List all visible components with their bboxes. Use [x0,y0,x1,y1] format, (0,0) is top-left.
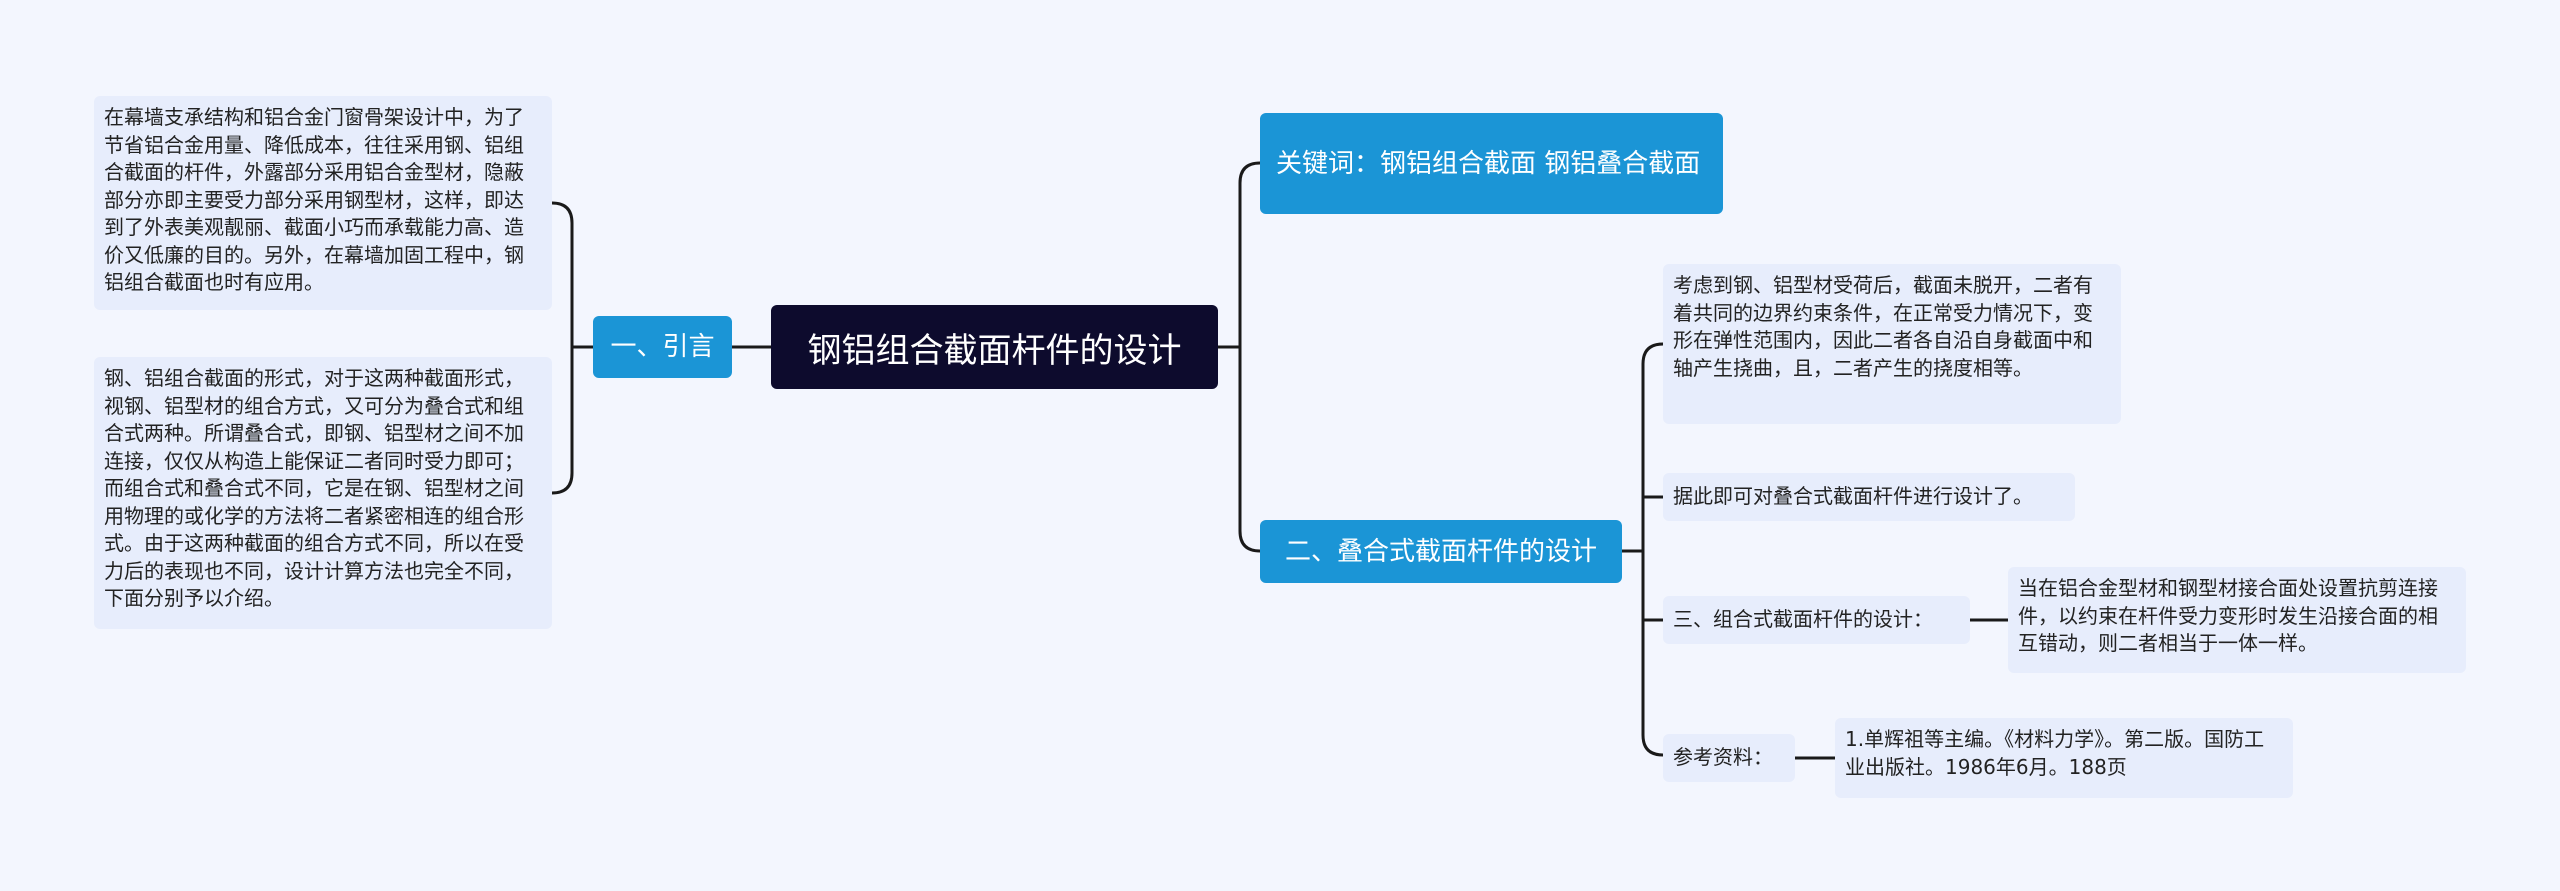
bracket-intro [550,201,574,495]
branch-intro-label: 一、引言 [610,332,715,362]
trunk-right [1238,161,1262,553]
combined-design-node[interactable]: 三、组合式截面杆件的设计： [1663,596,1970,644]
combined-design-detail[interactable]: 当在铝合金型材和钢型材接合面处设置抗剪连接件，以约束在杆件受力变形时发生沿接合面… [2008,567,2466,673]
references-detail[interactable]: 1.单辉祖等主编。《材料力学》。第二版。国防工业出版社。1986年6月。188页 [1835,718,2293,798]
intro-paragraph-2[interactable]: 钢、铝组合截面的形式，对于这两种截面形式，视钢、铝型材的组合方式，又可分为叠合式… [94,357,552,629]
root-topic[interactable]: 钢铝组合截面杆件的设计 [771,305,1218,389]
combined-design-label: 三、组合式截面杆件的设计： [1673,607,1933,632]
laminated-explanation[interactable]: 考虑到钢、铝型材受荷后，截面未脱开，二者有着共同的边界约束条件，在正常受力情况下… [1663,264,2121,424]
laminated-explanation-text: 考虑到钢、铝型材受荷后，截面未脱开，二者有着共同的边界约束条件，在正常受力情况下… [1673,273,2093,380]
references-label: 参考资料： [1673,745,1773,770]
keywords-text: 关键词：钢铝组合截面 钢铝叠合截面 [1276,148,1701,179]
references-detail-text: 1.单辉祖等主编。《材料力学》。第二版。国防工业出版社。1986年6月。188页 [1845,727,2265,779]
intro-paragraph-2-text: 钢、铝组合截面的形式，对于这两种截面形式，视钢、铝型材的组合方式，又可分为叠合式… [104,366,524,610]
branch-laminated-design[interactable]: 二、叠合式截面杆件的设计 [1260,520,1622,583]
branch-laminated-design-label: 二、叠合式截面杆件的设计 [1284,536,1597,567]
intro-paragraph-1-text: 在幕墙支承结构和铝合金门窗骨架设计中，为了节省铝合金用量、降低成本，往往采用钢、… [104,105,524,294]
bracket-branch2 [1641,342,1665,757]
root-title: 钢铝组合截面杆件的设计 [807,330,1182,371]
laminated-conclusion-text: 据此即可对叠合式截面杆件进行设计了。 [1673,484,2033,509]
intro-paragraph-1[interactable]: 在幕墙支承结构和铝合金门窗骨架设计中，为了节省铝合金用量、降低成本，往往采用钢、… [94,96,552,310]
keywords-node[interactable]: 关键词：钢铝组合截面 钢铝叠合截面 [1260,113,1723,214]
references-node[interactable]: 参考资料： [1663,734,1795,782]
laminated-conclusion[interactable]: 据此即可对叠合式截面杆件进行设计了。 [1663,473,2075,521]
branch-intro[interactable]: 一、引言 [593,316,732,378]
combined-design-detail-text: 当在铝合金型材和钢型材接合面处设置抗剪连接件，以约束在杆件受力变形时发生沿接合面… [2018,576,2438,655]
